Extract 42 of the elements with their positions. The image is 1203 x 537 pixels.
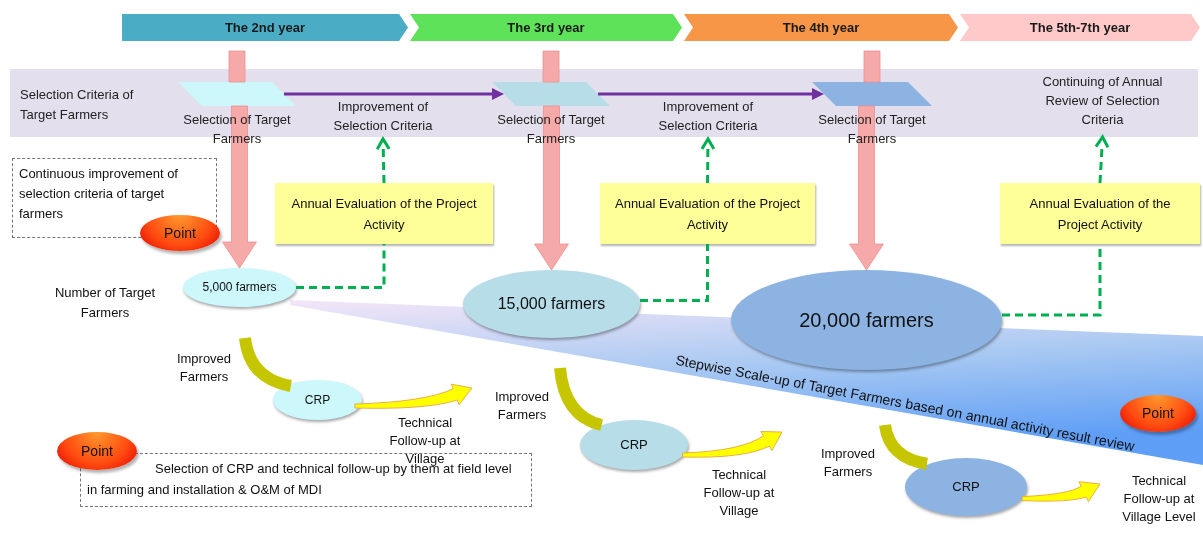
step-label: Selection of Target Farmers — [817, 111, 927, 148]
criteria-text: Improvement of Selection Criteria — [643, 97, 773, 137]
curved-arrow — [354, 383, 473, 409]
block-arrow — [222, 105, 257, 269]
block-arrow — [534, 105, 569, 271]
evaluation-box: Annual Evaluation of the Project Activity — [600, 183, 815, 244]
year-label: The 5th-7th year — [1029, 18, 1131, 37]
band-heading: Selection Criteria of Target Farmers — [20, 86, 135, 124]
curved-arrow — [1021, 481, 1101, 502]
connector-arrow — [284, 88, 504, 100]
point-badge: Point — [140, 215, 220, 251]
point-badge: Point — [57, 432, 137, 470]
block-arrow — [863, 50, 881, 83]
farmer-ellipse: 5,000 farmers — [183, 268, 296, 307]
connector-arrow — [598, 88, 824, 100]
curved-band — [554, 367, 604, 431]
criteria-text: Improvement of Selection Criteria — [318, 97, 448, 137]
farmer-ellipse: CRP — [580, 420, 688, 470]
edge-label: Improved Farmers — [493, 388, 551, 424]
edge-label: Technical Follow-up at Village — [702, 466, 776, 520]
step-label: Selection of Target Farmers — [182, 111, 292, 148]
connector-arrow — [1094, 135, 1110, 184]
farmer-ellipse: 15,000 farmers — [463, 270, 640, 338]
row-label: Number of Target Farmers — [53, 284, 157, 322]
block-arrow — [542, 50, 560, 83]
edge-label: Technical Follow-up at Village Level — [1121, 472, 1197, 526]
year-label: The 4th year — [782, 18, 860, 37]
block-arrow — [849, 105, 884, 271]
year-label: The 2nd year — [224, 18, 306, 37]
evaluation-box: Annual Evaluation of the Project Activity — [1000, 183, 1200, 244]
year-label: The 3rd year — [507, 18, 585, 37]
connector-arrow — [375, 137, 391, 184]
step-label: Selection of Target Farmers — [496, 111, 606, 148]
block-arrow — [228, 50, 246, 83]
farmer-ellipse: CRP — [905, 458, 1027, 516]
curved-arrow — [682, 431, 783, 458]
connector-arrow — [700, 137, 716, 183]
evaluation-box: Annual Evaluation of the Project Activity — [275, 183, 493, 244]
edge-label: Improved Farmers — [819, 445, 877, 481]
edge-label: Improved Farmers — [175, 350, 233, 386]
farmer-ellipse: CRP — [273, 380, 362, 420]
criteria-text: Continuing of Annual Review of Selection Criteria — [1035, 72, 1170, 135]
